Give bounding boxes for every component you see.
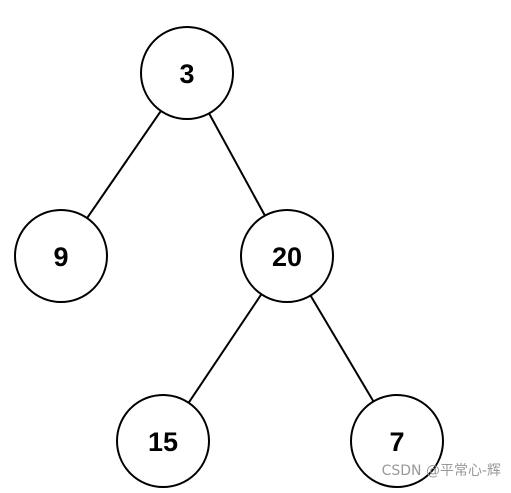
node-label: 3 (179, 59, 194, 89)
tree-node-15: 15 (116, 394, 210, 488)
tree-node-7: 7 (350, 394, 444, 488)
node-label: 9 (53, 242, 68, 272)
tree-node-20: 20 (240, 209, 334, 303)
node-circle (140, 26, 234, 120)
node-circle (350, 394, 444, 488)
watermark-text: CSDN @平常心-辉 (381, 463, 501, 479)
node-label: 7 (389, 427, 404, 457)
node-label: 15 (148, 427, 178, 457)
tree-nodes: 3 9 20 15 7 (14, 26, 444, 488)
edge-n20-n7 (309, 295, 375, 402)
edge-n3-n20 (208, 112, 266, 217)
node-circle (116, 394, 210, 488)
edge-n20-n15 (187, 293, 263, 404)
node-circle (14, 209, 108, 303)
node-label: 20 (272, 242, 302, 272)
tree-edges (86, 110, 375, 404)
tree-node-9: 9 (14, 209, 108, 303)
node-circle (240, 209, 334, 303)
edge-n3-n9 (86, 110, 162, 219)
tree-node-3: 3 (140, 26, 234, 120)
